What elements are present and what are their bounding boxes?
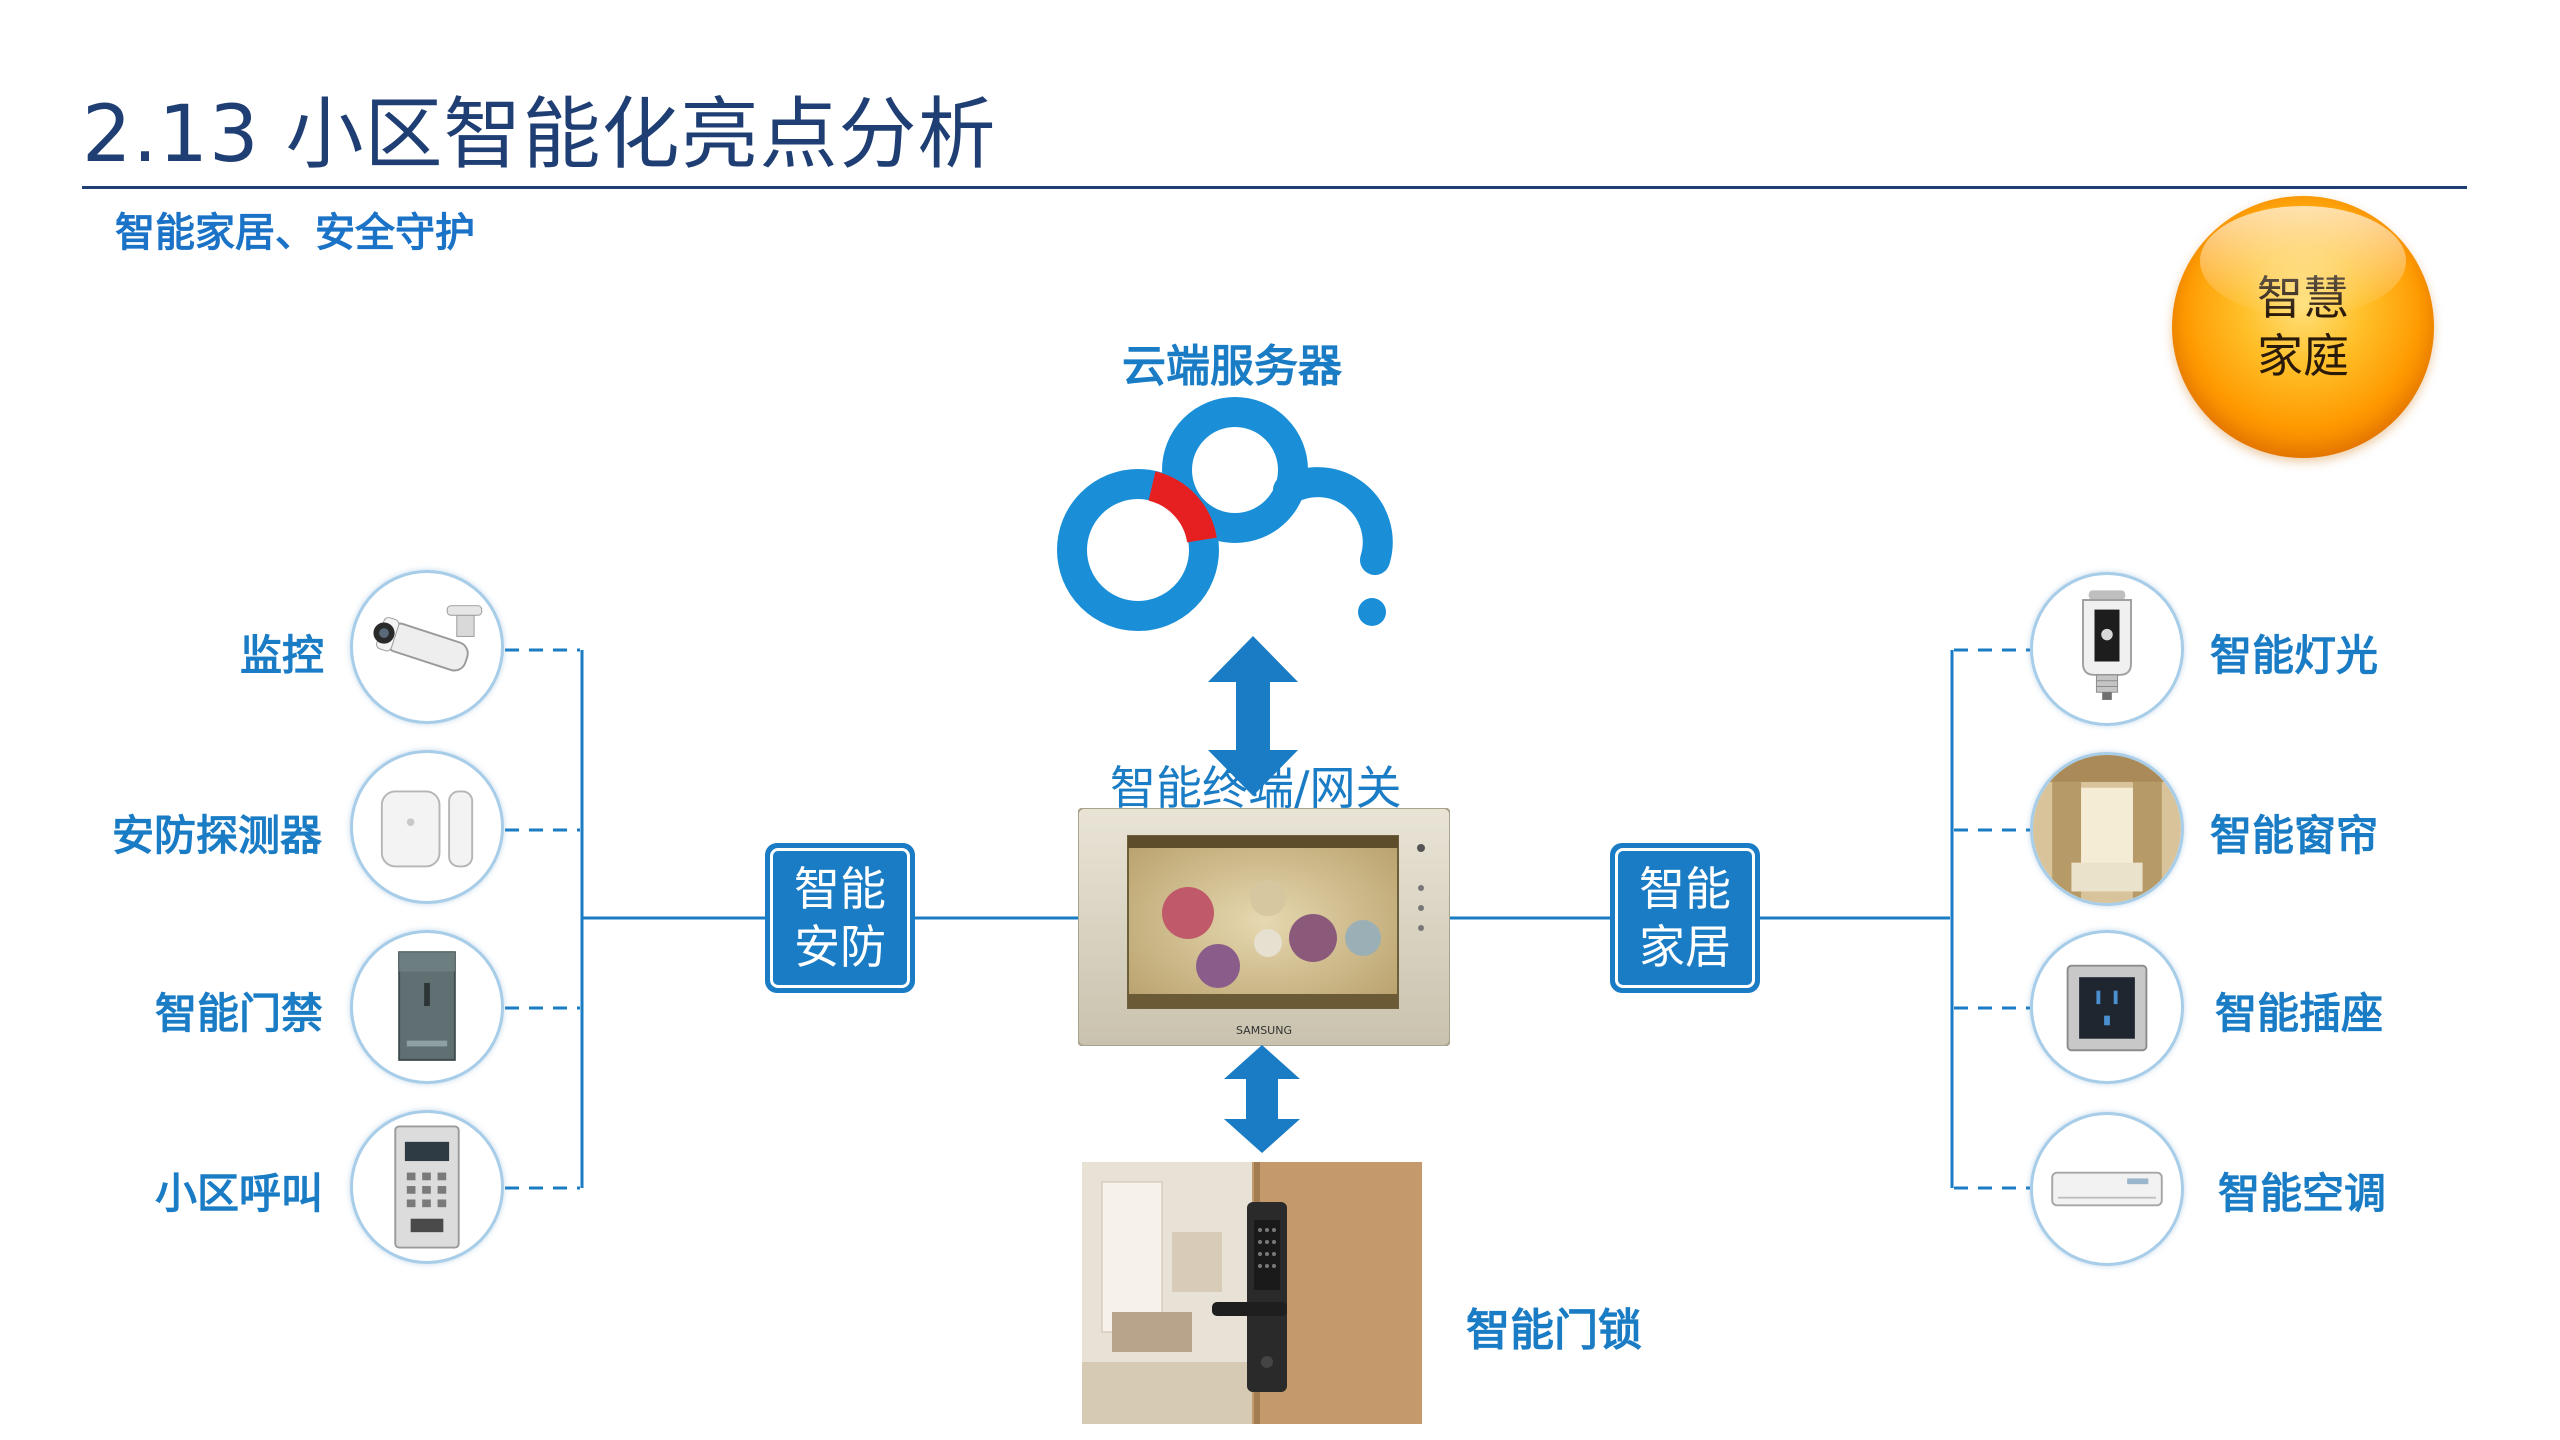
smart-door-lock-photo [1082,1162,1422,1424]
curtain-icon [2030,752,2184,906]
page-subtitle: 智能家居、安全守护 [115,210,475,256]
gateway-label: 智能终端/网关 [1110,761,1402,815]
door-sensor-icon [350,750,504,904]
double-arrow-bottom-icon [1224,1045,1300,1153]
badge-line-2: 家庭 [2257,329,2349,383]
right-item-label-light: 智能灯光 [2210,631,2379,680]
camera-icon [350,570,504,724]
smart-lock-label: 智能门锁 [1466,1305,1642,1356]
right-item-label-curtain: 智能窗帘 [2210,811,2379,860]
home-node-line-2: 家居 [1639,920,1731,974]
gateway-brand: SAMSUNG [1236,1024,1292,1037]
left-item-label-access: 智能门禁 [155,989,324,1038]
access-control-icon [350,930,504,1084]
air-conditioner-icon [2030,1112,2184,1266]
title-underline [82,186,2467,189]
smart-home-node: 智能 家居 [1610,843,1760,993]
left-item-label-intercom: 小区呼叫 [155,1169,324,1218]
gateway-terminal-icon: SAMSUNG [1078,808,1450,1046]
smart-security-node: 智能 安防 [765,843,915,993]
left-item-label-detector: 安防探测器 [112,811,323,860]
security-node-line-2: 安防 [794,920,886,974]
home-node-line-1: 智能 [1639,862,1731,916]
page-title: 2.13 小区智能化亮点分析 [82,90,997,180]
right-item-label-socket: 智能插座 [2215,989,2384,1038]
light-bulb-icon [2030,572,2184,726]
socket-icon [2030,930,2184,1084]
smart-home-badge: 智慧 家庭 [2172,196,2434,458]
security-node-line-1: 智能 [794,862,886,916]
left-item-label-monitor: 监控 [240,631,325,680]
cloud-server-label: 云端服务器 [1122,341,1342,392]
right-item-label-ac: 智能空调 [2218,1169,2387,1218]
intercom-icon [350,1110,504,1264]
double-arrow-top-icon [1208,636,1298,796]
cloud-logo-icon [1057,397,1393,631]
badge-line-1: 智慧 [2257,271,2349,325]
